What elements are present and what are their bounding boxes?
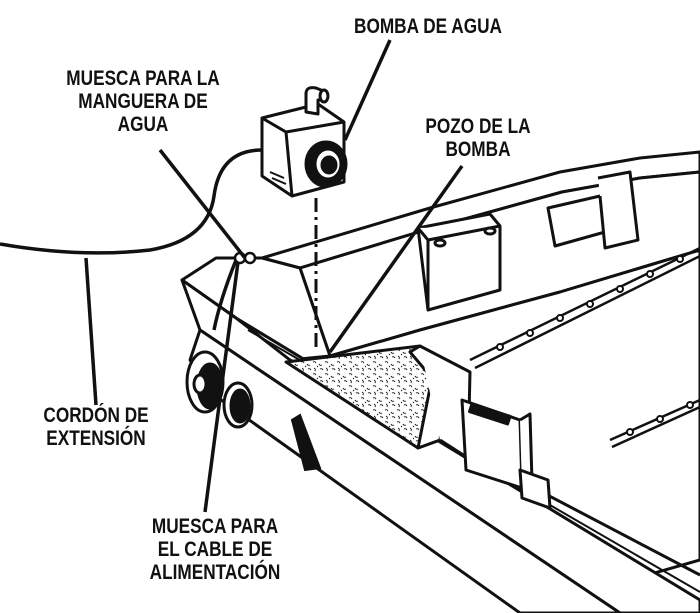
back-block xyxy=(416,170,640,312)
floor-ridges xyxy=(469,246,700,449)
side-panel xyxy=(460,398,552,510)
label-line: MANGUERA DE xyxy=(78,90,208,113)
extension-cord xyxy=(212,259,238,331)
label-line: ALIMENTACIÓN xyxy=(149,561,281,584)
label-pump-well: POZO DE LA BOMBA xyxy=(412,115,543,161)
label-water-pump: BOMBA DE AGUA xyxy=(338,15,518,38)
water-pump xyxy=(260,86,348,198)
label-line: MUESCA PARA LA xyxy=(66,67,220,90)
support-leg xyxy=(290,413,322,472)
label-line: BOMBA DE AGUA xyxy=(354,15,502,38)
label-line: MUESCA PARA xyxy=(151,515,279,538)
label-cable-notch: MUESCA PARA EL CABLE DE ALIMENTACIÓN xyxy=(137,515,293,584)
wheel xyxy=(185,350,254,429)
leader-lines xyxy=(84,39,464,513)
label-line: CORDÓN DE xyxy=(43,404,149,427)
label-line: EL CABLE DE xyxy=(157,538,273,561)
ridge-bolts xyxy=(496,255,694,436)
label-line: AGUA xyxy=(117,113,169,136)
power-cord xyxy=(0,148,263,255)
label-line: POZO DE LA xyxy=(425,115,531,138)
label-line: BOMBA xyxy=(445,138,511,161)
label-extension-cord: CORDÓN DE EXTENSIÓN xyxy=(30,404,161,450)
label-line: EXTENSIÓN xyxy=(46,427,146,450)
label-hose-notch: MUESCA PARA LA MANGUERA DE AGUA xyxy=(45,67,242,136)
